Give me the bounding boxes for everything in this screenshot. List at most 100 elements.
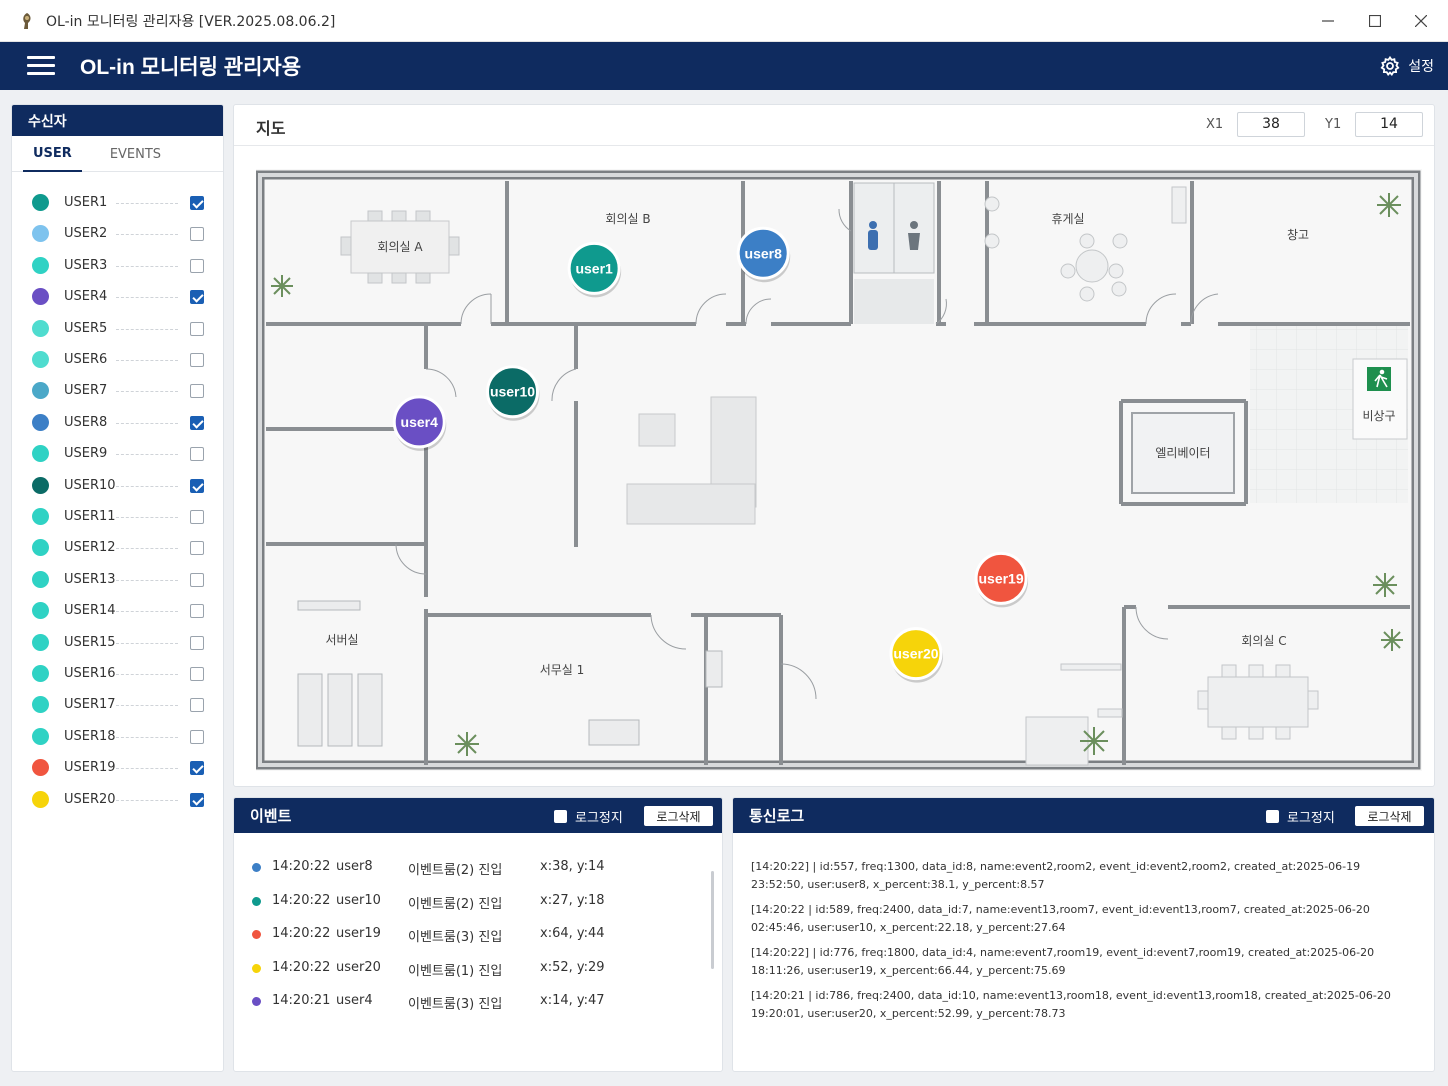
event-color-dot <box>252 997 261 1007</box>
user-row[interactable]: USER7 <box>12 380 223 402</box>
user-name: USER6 <box>64 352 108 367</box>
hamburger-menu-icon[interactable] <box>27 56 55 76</box>
minimize-button[interactable] <box>1305 0 1351 42</box>
user-name: USER12 <box>64 540 116 556</box>
user-checkbox[interactable] <box>190 572 204 587</box>
user-marker[interactable]: user4 <box>392 395 447 451</box>
user-row[interactable]: USER3 <box>12 255 223 277</box>
event-color-dot <box>252 896 261 906</box>
user-name: USER7 <box>64 383 108 399</box>
event-pause-checkbox[interactable] <box>554 810 567 823</box>
user-row[interactable]: USER10 <box>12 475 223 497</box>
user-row[interactable]: USER5 <box>12 318 223 340</box>
log-pause-checkbox[interactable] <box>1266 810 1279 823</box>
user-row[interactable]: USER20 <box>12 789 223 811</box>
user-marker[interactable]: user20 <box>889 627 943 683</box>
user-marker[interactable]: user10 <box>486 365 540 421</box>
meeting-table-c <box>1025 663 1319 766</box>
user-name: USER11 <box>64 509 116 524</box>
user-name: USER2 <box>64 226 108 242</box>
user-checkbox[interactable] <box>190 384 204 399</box>
user-marker[interactable]: user1 <box>567 241 622 298</box>
comm-log-panel: 통신로그 로그정지 로그삭제 [14:20:22] | id:557, freq… <box>732 797 1435 1072</box>
marker-label: user20 <box>893 646 938 662</box>
user-checkbox[interactable] <box>190 510 204 524</box>
user-checkbox[interactable] <box>190 635 204 650</box>
user-name: USER9 <box>64 446 108 462</box>
user-checkbox[interactable] <box>190 258 204 273</box>
user-name: USER14 <box>64 603 116 619</box>
user-name: USER18 <box>64 728 116 744</box>
user-markers: user1 user8 user10 user4 user19 user20 <box>392 226 1029 683</box>
event-clear-button[interactable]: 로그삭제 <box>644 806 713 826</box>
row-divider <box>116 203 178 204</box>
user-checkbox[interactable] <box>190 227 204 242</box>
user-checkbox[interactable] <box>190 478 204 493</box>
user-checkbox[interactable] <box>190 761 204 776</box>
event-pause-label: 로그정지 <box>575 811 623 826</box>
event-message: 이벤트룸(2) 진입 <box>408 896 503 912</box>
event-scrollbar[interactable] <box>711 871 714 969</box>
user-checkbox[interactable] <box>190 321 204 336</box>
user-row[interactable]: USER12 <box>12 537 223 559</box>
x1-field[interactable]: 38 <box>1237 112 1305 137</box>
user-row[interactable]: USER14 <box>12 600 223 622</box>
user-name: USER5 <box>64 320 108 336</box>
user-marker[interactable]: user8 <box>736 226 791 283</box>
tab-user[interactable]: USER <box>23 136 82 172</box>
user-color-dot <box>32 319 49 337</box>
log-clear-button[interactable]: 로그삭제 <box>1355 806 1424 826</box>
event-user: user20 <box>336 959 381 975</box>
user-row[interactable]: USER2 <box>12 223 223 245</box>
user-checkbox[interactable] <box>190 541 204 556</box>
marker-circle <box>486 365 540 419</box>
user-row[interactable]: USER13 <box>12 569 223 591</box>
user-marker[interactable]: user19 <box>974 551 1029 608</box>
maximize-icon <box>1369 15 1381 27</box>
user-row[interactable]: USER16 <box>12 663 223 685</box>
maximize-button[interactable] <box>1352 0 1398 42</box>
user-checkbox[interactable] <box>190 447 204 462</box>
user-color-dot <box>32 633 49 651</box>
user-row[interactable]: USER19 <box>12 757 223 779</box>
server-racks <box>297 600 383 747</box>
user-checkbox[interactable] <box>190 290 204 305</box>
user-checkbox[interactable] <box>190 196 204 210</box>
settings-button[interactable]: 설정 <box>1380 42 1434 90</box>
user-checkbox[interactable] <box>190 792 204 807</box>
user-row[interactable]: USER9 <box>12 443 223 465</box>
user-row[interactable]: USER17 <box>12 694 223 716</box>
user-row[interactable]: USER1 <box>12 192 223 214</box>
close-button[interactable] <box>1398 0 1444 42</box>
user-row[interactable]: USER8 <box>12 412 223 434</box>
app-title: OL-in 모니터링 관리자용 <box>80 56 302 79</box>
floor-plan: 회의실 A 회의실 B 휴게실 창고 비상구 엘리베이터 서버실 서무실 1 회… <box>256 169 1422 771</box>
user-checkbox[interactable] <box>190 698 204 713</box>
user-checkbox[interactable] <box>190 353 204 367</box>
event-position: x:27, y:18 <box>540 892 605 908</box>
user-checkbox[interactable] <box>190 729 204 744</box>
user-row[interactable]: USER6 <box>12 349 223 371</box>
user-name: USER17 <box>64 697 116 713</box>
user-row[interactable]: USER18 <box>12 726 223 748</box>
user-row[interactable]: USER4 <box>12 286 223 308</box>
row-divider <box>116 297 178 299</box>
y1-field[interactable]: 14 <box>1355 112 1423 137</box>
user-name: USER13 <box>64 571 116 587</box>
event-user: user19 <box>336 926 381 942</box>
map-panel: 지도 X1 38 Y1 14 <box>233 104 1435 787</box>
user-checkbox[interactable] <box>190 667 204 681</box>
event-message: 이벤트룸(2) 진입 <box>408 863 503 878</box>
row-divider <box>116 579 178 581</box>
user-row[interactable]: USER11 <box>12 506 223 528</box>
tab-events[interactable]: EVENTS <box>109 146 162 162</box>
sofa <box>626 396 757 525</box>
user-checkbox[interactable] <box>190 604 204 619</box>
row-divider <box>116 611 178 613</box>
window-titlebar: OL-in 모니터링 관리자용 [VER.2025.08.06.2] <box>0 0 1448 42</box>
user-name: USER16 <box>64 666 116 681</box>
user-checkbox[interactable] <box>190 415 204 430</box>
user-row[interactable]: USER15 <box>12 632 223 654</box>
emergency-exit-icon <box>1367 367 1391 391</box>
